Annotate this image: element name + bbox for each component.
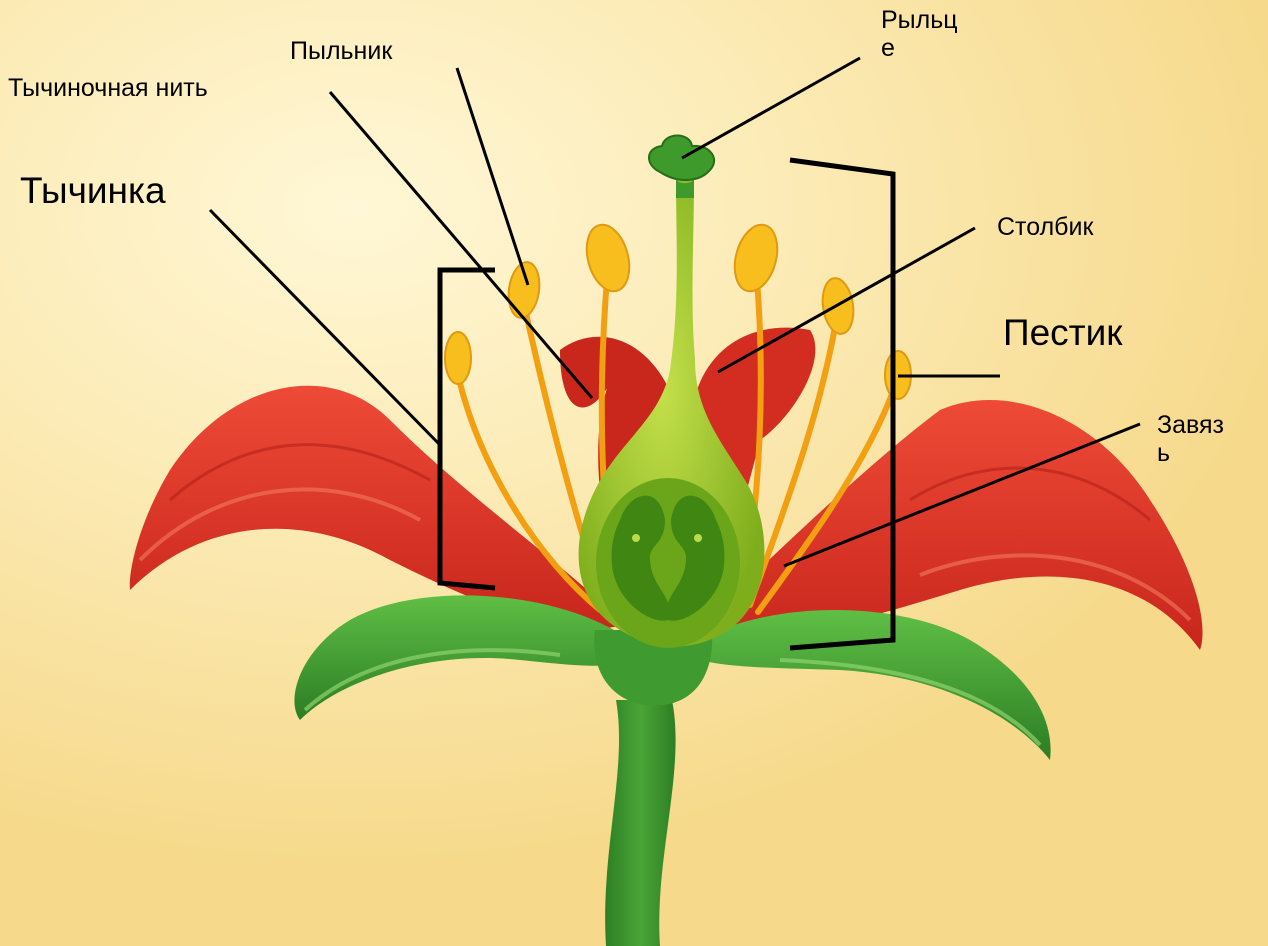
stem — [605, 700, 675, 946]
label-filament: Тычиночная нить — [8, 74, 208, 102]
petal-right — [700, 400, 1203, 650]
label-style: Столбик — [997, 213, 1093, 241]
sepal-right — [700, 610, 1051, 760]
label-ovary: Завяз ь — [1157, 411, 1224, 467]
stigma — [649, 136, 714, 180]
label-stamen: Тычинка — [20, 170, 166, 211]
label-anther: Пыльник — [290, 37, 392, 65]
leader-stigma — [682, 58, 860, 158]
label-stigma: Рыльц е — [881, 6, 958, 62]
ovary-cavity — [596, 478, 740, 648]
label-pistil: Пестик — [1003, 312, 1122, 353]
